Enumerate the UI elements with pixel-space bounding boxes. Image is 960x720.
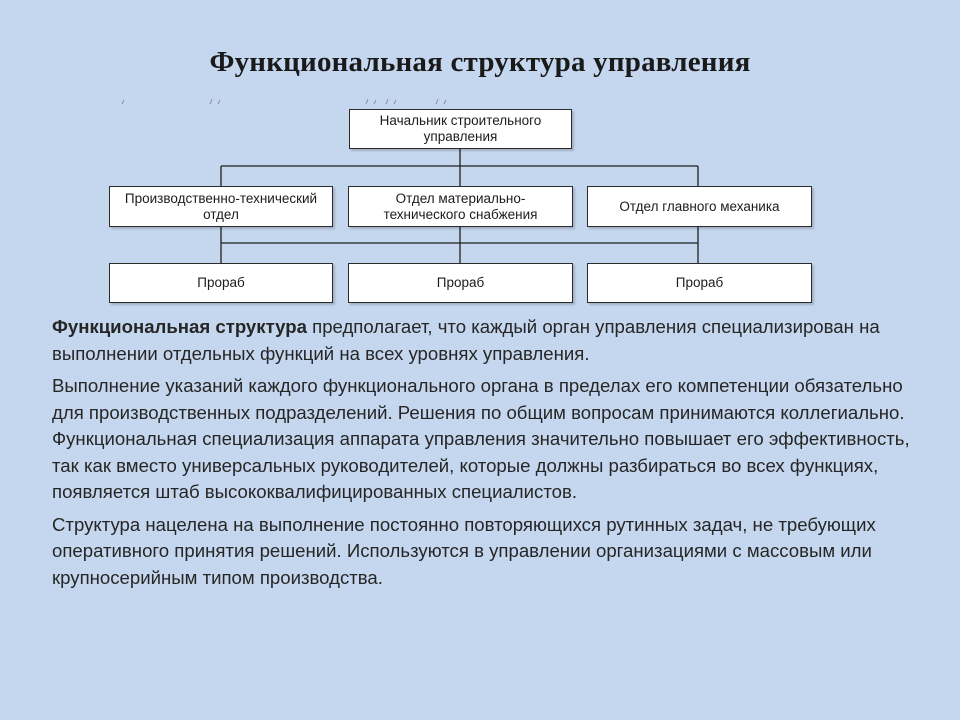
foreman-box: Прораб xyxy=(109,263,333,303)
paragraph-usage: Структура нацелена на выполнение постоян… xyxy=(52,513,876,588)
term-highlight: Функциональная структура xyxy=(52,316,307,337)
department-label: Отдел материально-технического снабжения xyxy=(383,190,538,222)
scan-artifact xyxy=(121,98,447,105)
root-box: Начальник строительного управления xyxy=(349,109,572,149)
foreman-label: Прораб xyxy=(675,275,724,290)
department-label: Отдел главного механика xyxy=(619,198,780,214)
paragraph-definition: Функциональная структура предполагает, ч… xyxy=(52,314,922,367)
department-box: Производственно-технический отдел xyxy=(109,186,333,227)
foreman-box: Прораб xyxy=(587,263,812,303)
paragraph-specialization: Выполнение указаний каждого функциональн… xyxy=(52,375,910,502)
root-label: Начальник строительного управления xyxy=(379,113,542,144)
department-box: Отдел главного механика xyxy=(587,186,812,227)
slide-title: Функциональная структура управления xyxy=(209,46,751,78)
description-text: Функциональная структура предполагает, ч… xyxy=(52,314,922,597)
department-label: Производственно-технический отдел xyxy=(124,190,318,222)
department-box: Отдел материально-технического снабжения xyxy=(348,186,573,227)
paragraph-text: предполагает, что каждый орган управлени… xyxy=(52,316,880,364)
foreman-box: Прораб xyxy=(348,263,573,303)
foreman-label: Прораб xyxy=(197,275,245,290)
foreman-label: Прораб xyxy=(436,275,485,290)
